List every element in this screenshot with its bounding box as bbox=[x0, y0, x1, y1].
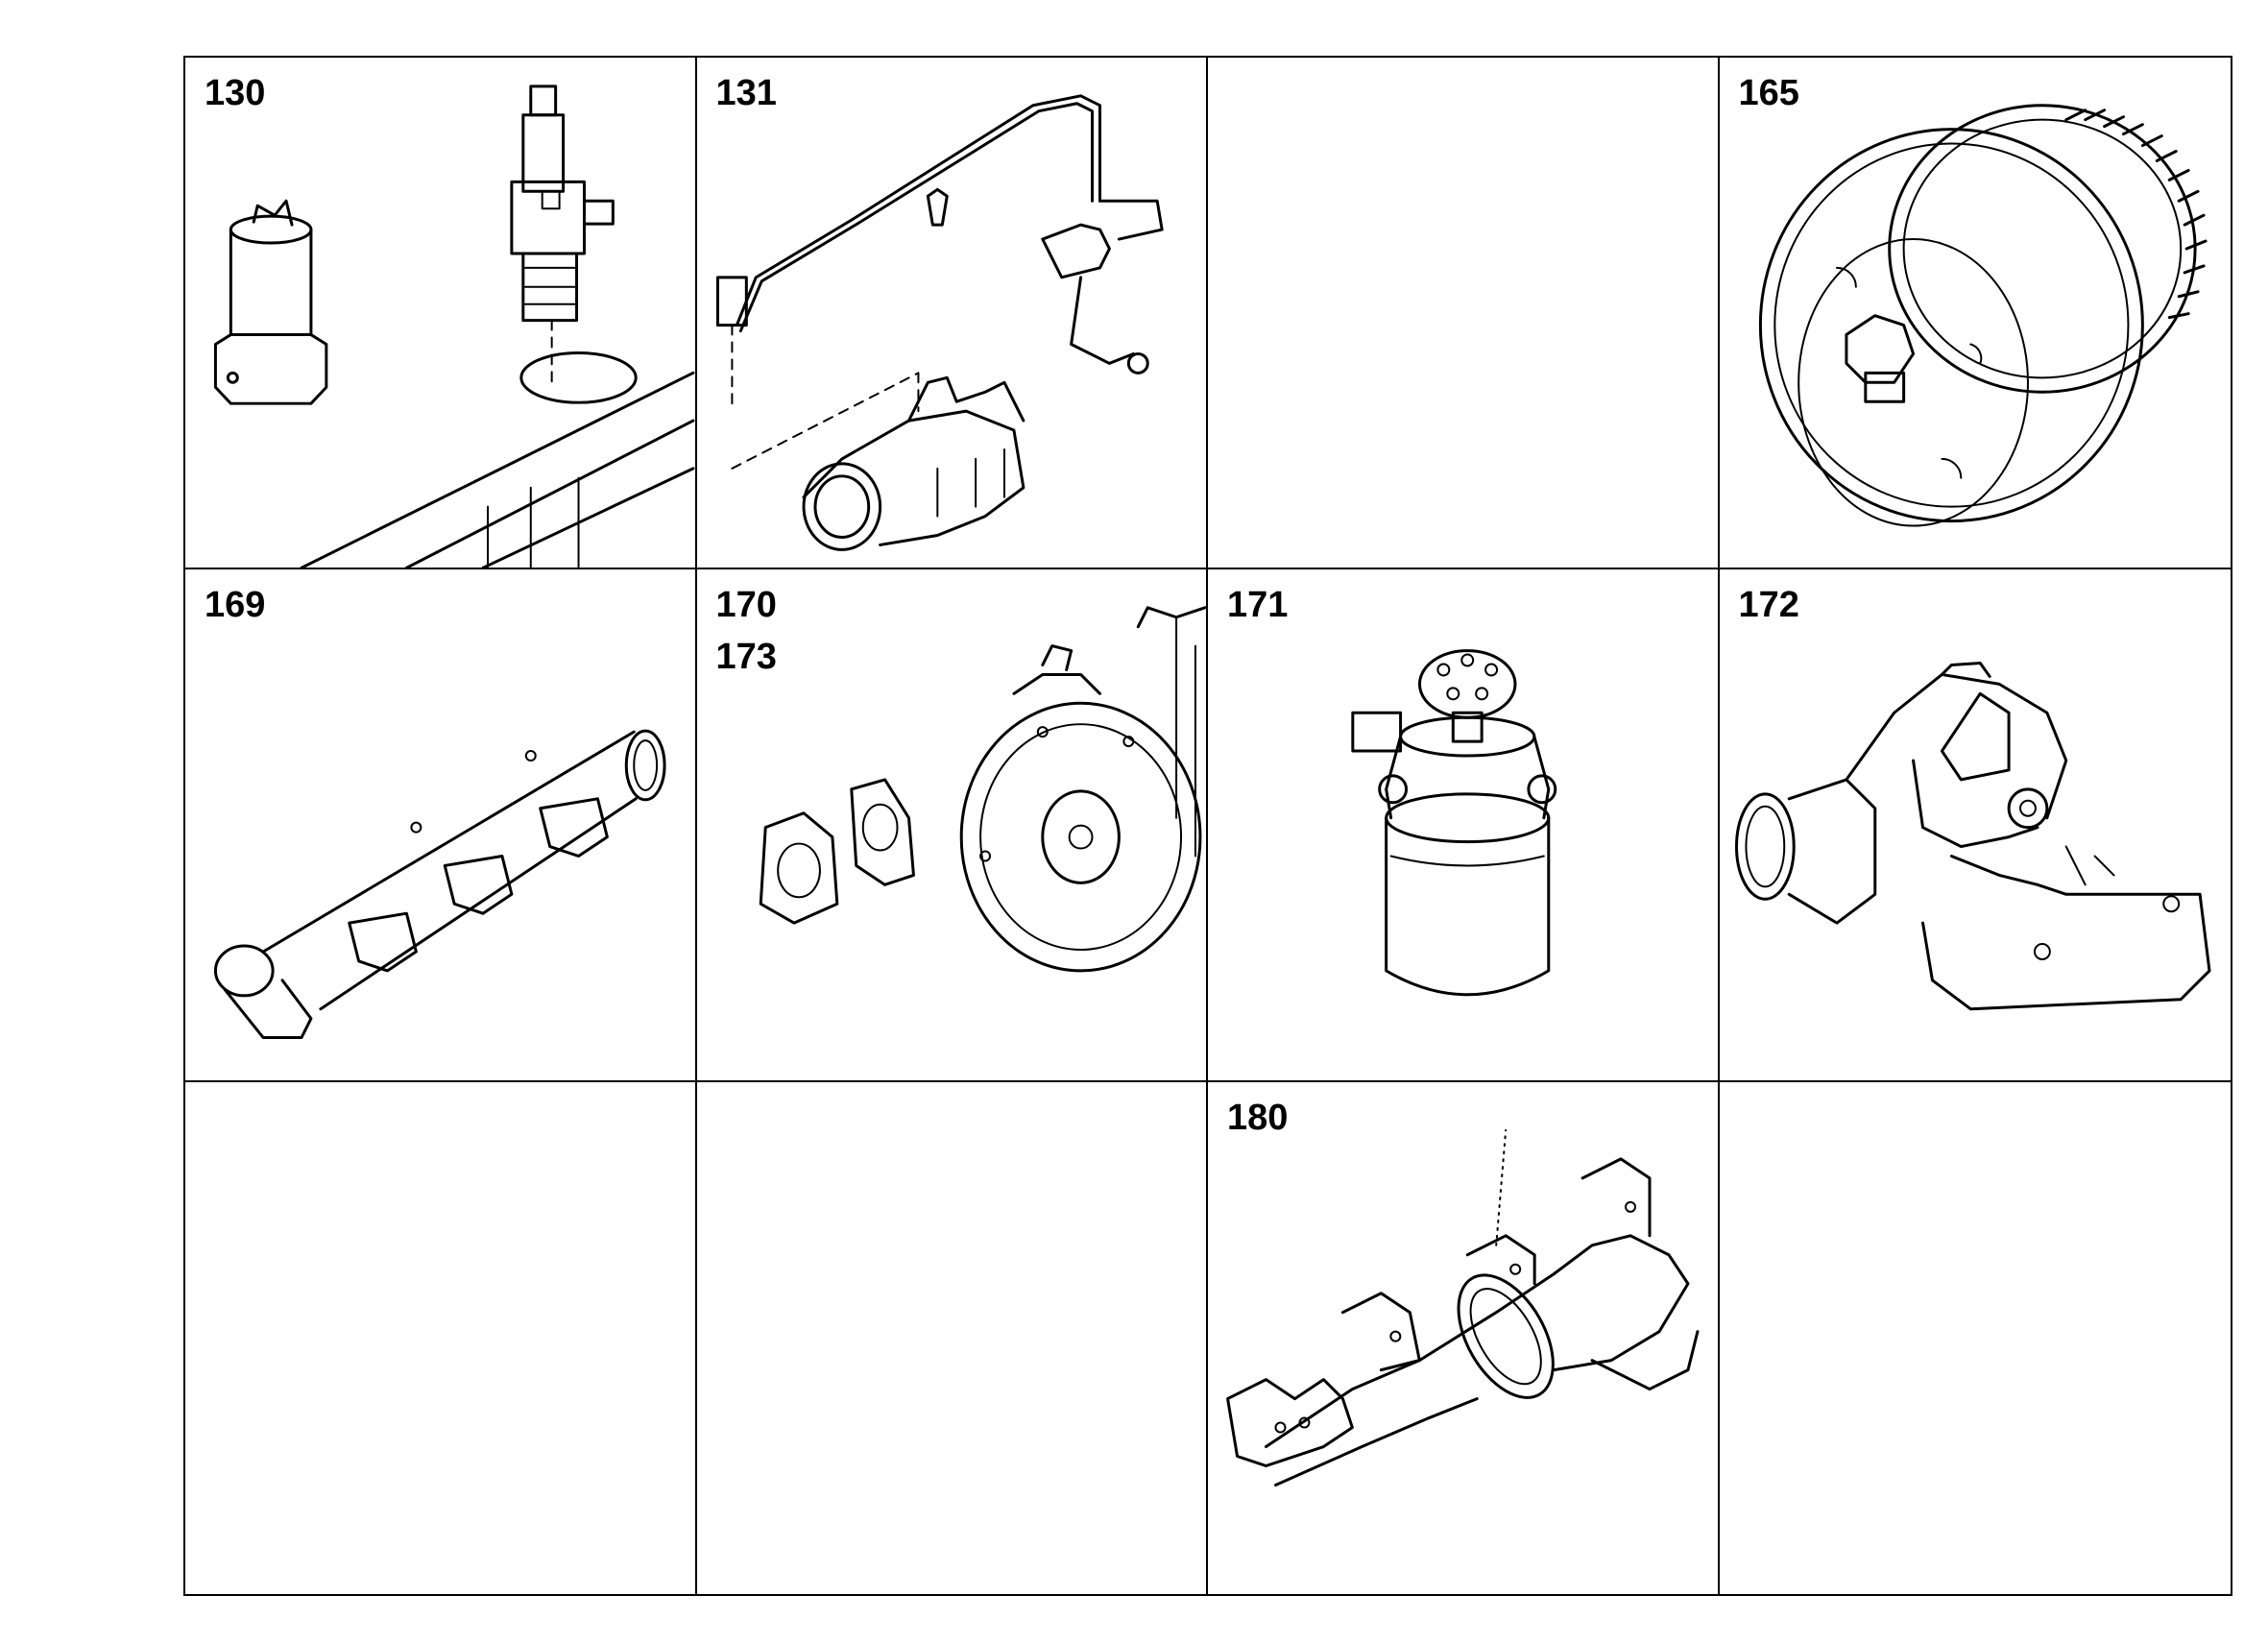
part-number-label: 165 bbox=[1738, 73, 1799, 113]
part-number-label: 180 bbox=[1227, 1097, 1289, 1138]
part-cell-180[interactable]: 180 bbox=[1208, 1081, 1720, 1594]
part-cell-130[interactable]: 130 bbox=[185, 58, 697, 570]
parts-grid: 130 131 bbox=[183, 56, 2232, 1596]
part-numbers: 180 bbox=[1227, 1092, 1288, 1144]
part-number-label: 130 bbox=[205, 73, 266, 113]
fuel-line-heater-illustration bbox=[715, 94, 1164, 551]
part-numbers: 169 bbox=[205, 579, 265, 631]
part-numbers: 170 173 bbox=[716, 579, 777, 683]
part-number-label: 171 bbox=[1227, 585, 1289, 626]
part-numbers: 165 bbox=[1739, 67, 1799, 119]
part-numbers: 131 bbox=[716, 67, 777, 119]
part-number-label: 169 bbox=[205, 585, 266, 626]
part-numbers: 171 bbox=[1227, 579, 1288, 631]
part-cell-169[interactable]: 169 bbox=[185, 569, 697, 1082]
water-pump-housing-illustration bbox=[1734, 662, 2211, 1011]
part-number-label: 170 bbox=[715, 585, 777, 626]
exhaust-manifold-illustration bbox=[1226, 1128, 1700, 1487]
part-cell-172[interactable]: 172 bbox=[1719, 569, 2231, 1082]
empty-cell bbox=[1720, 1082, 2232, 1594]
part-cell-170-173[interactable]: 170 173 bbox=[696, 569, 1208, 1082]
vibration-damper-illustration bbox=[1758, 104, 2208, 527]
injector-nozzle-illustration bbox=[213, 85, 695, 568]
part-numbers: 172 bbox=[1739, 579, 1799, 631]
empty-cell bbox=[185, 1081, 697, 1594]
part-number-label: 173 bbox=[715, 637, 777, 678]
part-cell-165[interactable]: 165 bbox=[1719, 58, 2231, 570]
part-number-label: 131 bbox=[715, 73, 777, 113]
intake-manifold-illustration bbox=[213, 729, 666, 1040]
empty-cell bbox=[697, 1081, 1208, 1594]
part-numbers: 130 bbox=[205, 67, 265, 119]
fuel-filter-illustration bbox=[1351, 649, 1557, 997]
part-number-label: 172 bbox=[1738, 585, 1799, 626]
part-cell-171[interactable]: 171 bbox=[1208, 569, 1720, 1082]
empty-cell bbox=[1208, 58, 1720, 570]
flywheel-housing-illustration bbox=[759, 606, 1206, 973]
part-cell-131[interactable]: 131 bbox=[696, 58, 1208, 570]
